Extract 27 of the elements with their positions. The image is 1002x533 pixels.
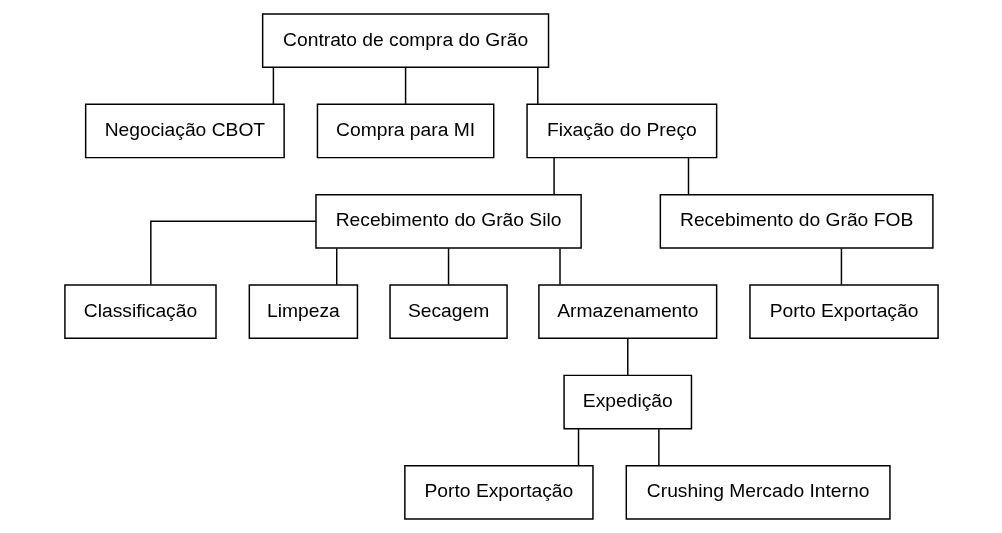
connector: [536, 67, 539, 105]
node-box: Contrato de compra do Grão: [261, 13, 549, 68]
connector: [657, 428, 660, 467]
connector: [149, 220, 317, 286]
node-box: Porto Exportação: [403, 465, 594, 520]
connector: [558, 247, 561, 286]
node-box: Fixação do Preço: [525, 103, 717, 159]
node-box: Compra para MI: [316, 103, 494, 159]
node-box: Limpeza: [248, 284, 358, 340]
node-box: Classificação: [63, 284, 217, 340]
node-box: Recebimento do Grão Silo: [314, 193, 582, 249]
node-box: Recebimento do Grão FOB: [659, 193, 934, 249]
connector: [552, 157, 555, 195]
connector: [335, 247, 337, 286]
connector: [272, 67, 274, 105]
node-box: Armazenamento: [537, 284, 717, 340]
node-box: Negociação CBOT: [84, 103, 285, 159]
connector: [447, 247, 449, 286]
node-box: Expedição: [562, 374, 692, 430]
connector: [404, 67, 406, 105]
connector: [687, 157, 689, 195]
node-box: Crushing Mercado Interno: [625, 465, 891, 520]
node-box: Porto Exportação: [748, 284, 939, 340]
connector: [840, 247, 842, 286]
node-box: Secagem: [388, 284, 508, 340]
connector: [626, 338, 628, 376]
connector: [577, 428, 579, 467]
